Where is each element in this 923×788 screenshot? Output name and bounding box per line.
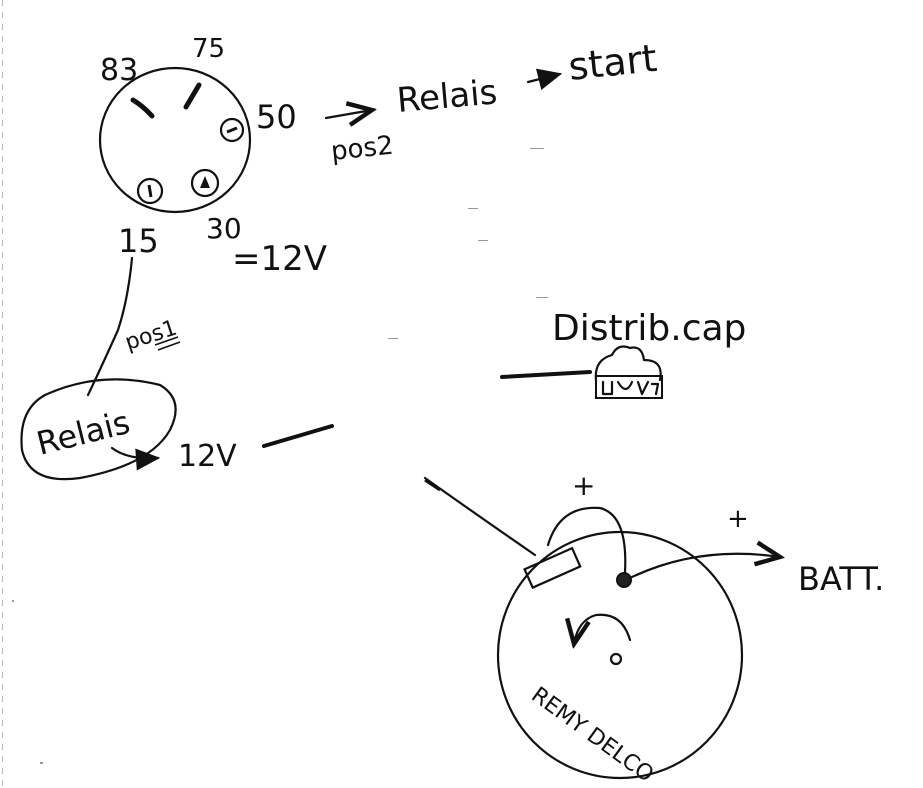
generator: + + BATT. REMY DELCO <box>423 469 884 788</box>
scan-edge <box>2 0 3 788</box>
battery-wire <box>630 554 780 579</box>
start-label: start <box>566 36 659 89</box>
terminal-15-contact <box>136 177 164 205</box>
rotation-arrow <box>574 613 632 644</box>
plus-battery-label: + <box>727 504 749 534</box>
accessory-wire-stub <box>262 424 334 448</box>
terminal-83-contact <box>130 97 155 119</box>
brand-label: REMY DELCO <box>526 683 657 788</box>
terminal-label-15: 15 <box>118 222 159 260</box>
distributor-label: Distrib.cap <box>552 308 746 349</box>
scan-speckles <box>12 148 548 764</box>
terminal-75-contact <box>183 82 202 110</box>
terminal-label-83: 83 <box>100 53 138 88</box>
field-wire <box>423 476 537 557</box>
shaft-center <box>609 652 623 666</box>
accessory-path: pos1 Relais 12V <box>20 256 334 481</box>
switch-body <box>98 66 252 214</box>
distributor-terminals <box>601 380 660 396</box>
voltage-label-accessory: 12V <box>178 439 237 474</box>
arrow-relay-to-12v <box>110 446 161 471</box>
start-path: pos2 Relais start <box>324 36 659 167</box>
arrow-relay-to-start <box>526 68 563 91</box>
wire-15-to-relay <box>86 256 134 397</box>
terminal-30-contact <box>190 168 220 198</box>
voltage-label-30: =12V <box>232 239 327 279</box>
terminal-label-30: 30 <box>206 212 242 245</box>
relay-label-start: Relais <box>395 72 499 121</box>
terminal-label-75: 75 <box>192 34 225 64</box>
ignition-switch: 83 75 50 15 30 =12V <box>98 34 327 279</box>
distributor-cap-outline <box>594 345 662 382</box>
terminal-50-contact <box>219 117 245 143</box>
plus-terminal-stud <box>616 572 632 588</box>
position-label-pos1: pos1 <box>122 316 180 356</box>
distributor-wire <box>500 370 592 379</box>
position-label-pos2: pos2 <box>330 131 395 167</box>
battery-label: BATT. <box>798 560 884 598</box>
relay-label-accessory: Relais <box>33 403 134 463</box>
field-to-plus-loop <box>546 506 627 574</box>
terminal-label-50: 50 <box>256 98 297 136</box>
field-terminal <box>523 546 582 590</box>
generator-body <box>496 530 744 780</box>
arrow-50-to-relay <box>324 110 372 118</box>
plus-terminal-label: + <box>572 469 595 502</box>
distributor-cap: Distrib.cap <box>500 308 746 399</box>
